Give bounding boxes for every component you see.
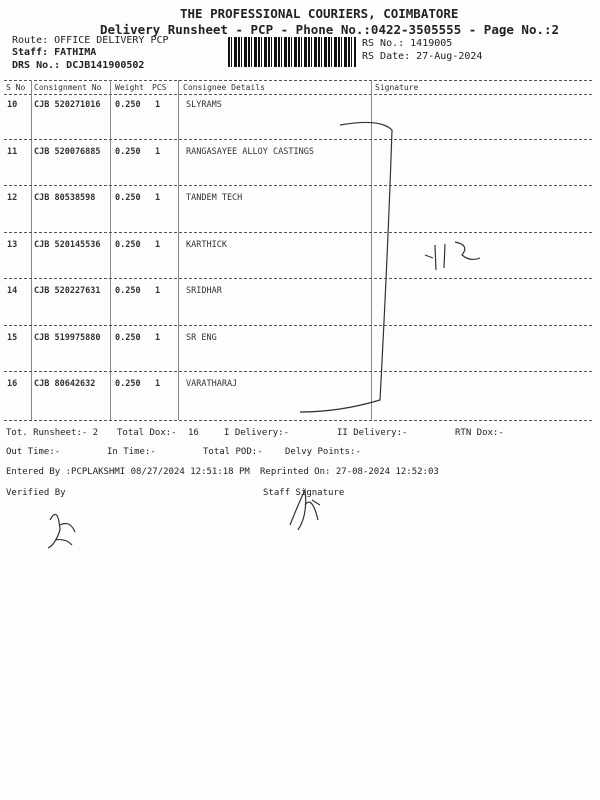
row-consignee: RANGASAYEE ALLOY CASTINGS <box>186 146 314 157</box>
col-weight: Weight <box>115 83 144 92</box>
company-title: THE PROFESSIONAL COURIERS, COIMBATORE <box>180 6 459 21</box>
row-consignment-no: CJB 519975880 <box>34 332 101 343</box>
row-consignment-no: CJB 520145536 <box>34 239 101 250</box>
entered-by: Entered By :PCPLAKSHMI 08/27/2024 12:51:… <box>6 467 250 477</box>
table-row: 12 CJB 80538598 0.250 1 TANDEM TECH <box>0 193 600 239</box>
row-pcs: 1 <box>155 332 161 343</box>
received-mark <box>424 241 481 271</box>
total-dox-label: Total Dox:- <box>117 428 177 438</box>
row-pcs: 1 <box>155 379 161 389</box>
i-delivery: I Delivery:- <box>224 428 290 438</box>
col-sno: S No <box>6 83 26 92</box>
staff: Staff: FATHIMA <box>12 47 97 58</box>
row-consignment-no: CJB 80538598 <box>34 193 96 203</box>
row-consignment-no: CJB 520227631 <box>34 286 101 296</box>
row-pcs: 1 <box>155 146 161 157</box>
rs-no: RS No.: 1419005 <box>362 38 453 49</box>
row-sno: 11 <box>7 146 18 157</box>
row-sno: 12 <box>7 193 18 203</box>
row-weight: 0.250 <box>115 286 141 296</box>
barcode <box>228 37 356 67</box>
table-row: 11 CJB 520076885 0.250 1 RANGASAYEE ALLOY CA… <box>0 147 600 193</box>
row-sno: 14 <box>7 286 18 296</box>
row-divider <box>4 185 592 186</box>
row-weight: 0.250 <box>115 146 141 157</box>
row-divider <box>4 138 592 140</box>
row-consignee: SRIDHAR <box>186 286 222 296</box>
route: Route: OFFICE DELIVERY PCP <box>12 35 169 46</box>
row-sno: 13 <box>7 239 18 250</box>
table-row: 13 CJB 520145536 0.250 1 KARTHICK <box>0 240 600 286</box>
ii-delivery: II Delivery:- <box>337 428 408 438</box>
rs-date: RS Date: 27-Aug-2024 <box>362 51 483 62</box>
rtn-dox: RTN Dox:- <box>455 428 504 438</box>
col-signature: Signature <box>375 83 419 92</box>
col-pcs: PCS <box>152 83 167 92</box>
row-consignee: KARTHICK <box>186 239 227 250</box>
out-time: Out Time:- <box>6 447 61 457</box>
row-sno: 16 <box>7 379 18 389</box>
row-consignee: TANDEM TECH <box>186 193 243 203</box>
table-row: 15 CJB 519975880 0.250 1 SR ENG <box>0 333 600 379</box>
runsheet-subtitle: Delivery Runsheet - PCP - Phone No.:0422… <box>100 22 560 37</box>
drs-no: DRS No.: DCJB141900502 <box>12 60 145 71</box>
row-pcs: 1 <box>155 286 161 296</box>
tot-runsheet: Tot. Runsheet:- 2 <box>6 428 99 438</box>
verified-signature <box>47 513 76 549</box>
row-sno: 10 <box>7 100 18 110</box>
in-time: In Time:- <box>107 447 156 457</box>
row-divider <box>4 231 592 233</box>
row-consignee: SR ENG <box>186 332 217 343</box>
row-pcs: 1 <box>155 239 161 250</box>
row-consignment-no: CJB 80642632 <box>34 379 96 389</box>
row-weight: 0.250 <box>115 379 141 389</box>
staff-signature <box>289 487 321 531</box>
delvy-points: Delvy Points:- <box>285 447 361 457</box>
bracket-signature-mark <box>299 121 393 413</box>
table-row: 16 CJB 80642632 0.250 1 VARATHARAJ <box>0 379 600 425</box>
col-consignee: Consignee Details <box>183 83 265 92</box>
table-row: 14 CJB 520227631 0.250 1 SRIDHAR <box>0 286 600 332</box>
row-pcs: 1 <box>155 100 161 110</box>
row-pcs: 1 <box>155 193 161 203</box>
row-consignment-no: CJB 520076885 <box>34 146 101 157</box>
row-weight: 0.250 <box>115 100 141 110</box>
row-weight: 0.250 <box>115 193 141 203</box>
table-row: 10 CJB 520271016 0.250 1 SLYRAMS <box>0 100 600 146</box>
total-pod: Total POD:- <box>203 447 263 457</box>
row-divider <box>4 324 592 326</box>
table-header: S No Consignment No Weight PCS Consignee… <box>0 83 600 129</box>
row-weight: 0.250 <box>115 239 141 250</box>
col-consignment: Consignment No <box>34 83 102 92</box>
verified-by: Verified By <box>6 488 66 498</box>
row-divider <box>4 371 592 372</box>
row-consignee: VARATHARAJ <box>186 379 238 389</box>
reprinted-on: Reprinted On: 27-08-2024 12:52:03 <box>260 467 439 477</box>
row-divider <box>4 278 592 279</box>
total-dox-value: 16 <box>188 428 199 438</box>
row-sno: 15 <box>7 332 18 343</box>
row-consignment-no: CJB 520271016 <box>34 100 101 110</box>
row-consignee: SLYRAMS <box>186 100 222 110</box>
row-weight: 0.250 <box>115 332 141 343</box>
